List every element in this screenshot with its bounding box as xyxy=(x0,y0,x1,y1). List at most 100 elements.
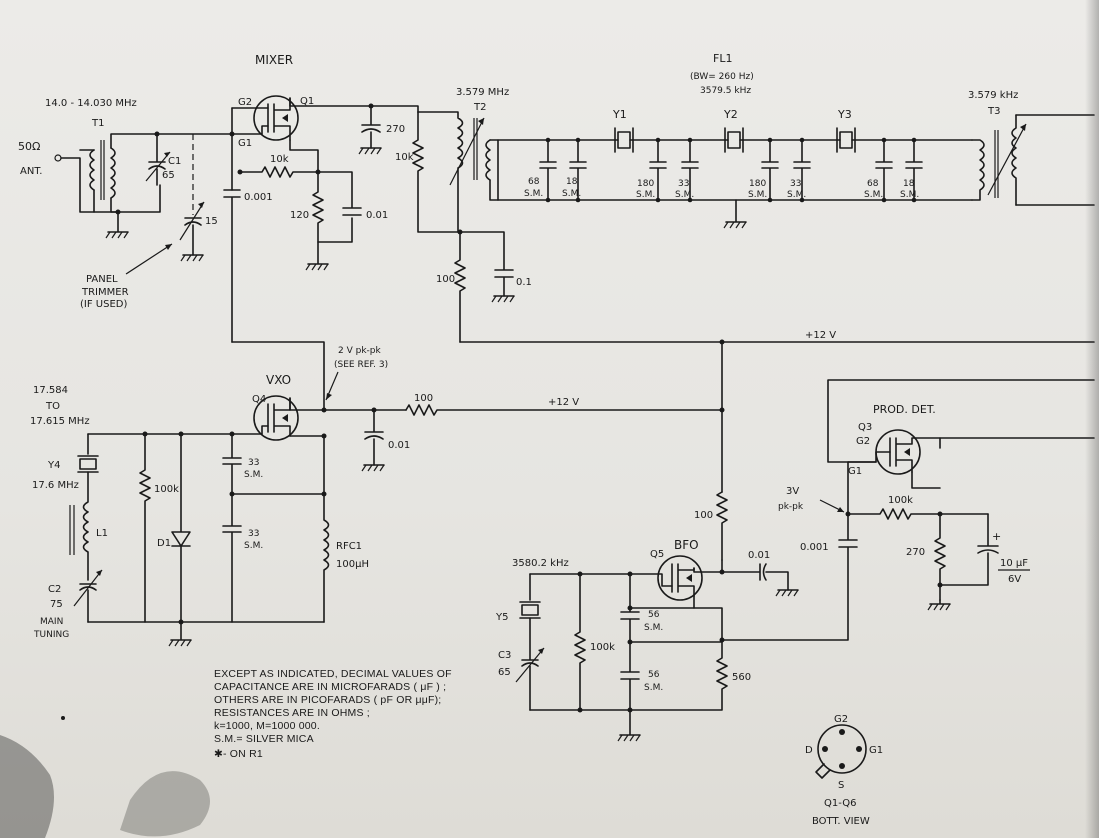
wire-t1-top xyxy=(110,133,233,149)
c56a-value: 56 xyxy=(648,610,660,620)
r100-b-value: 100 xyxy=(414,393,433,404)
ground-vxo xyxy=(170,621,192,641)
pin-g2-label: G2 xyxy=(834,714,848,725)
r270-resistor xyxy=(934,513,946,601)
c18b-value: 18 xyxy=(903,179,915,189)
r120-resistor xyxy=(312,171,353,243)
ground-t1 xyxy=(107,211,129,233)
d1-label: D1 xyxy=(157,538,171,549)
rfc1-label: RFC1 xyxy=(336,541,362,552)
pin-g1-label: G1 xyxy=(869,745,883,756)
decorative-rock-right xyxy=(120,771,210,837)
t2-secondary-coil xyxy=(485,139,491,181)
stray-dot xyxy=(61,716,65,720)
mixer-title: MIXER xyxy=(255,53,293,67)
c0001-b-capacitor xyxy=(721,461,858,641)
q5-label: Q5 xyxy=(650,549,664,560)
c2-tuning-arrow xyxy=(73,569,103,607)
q1-transistor-body xyxy=(253,95,299,141)
notes-block: EXCEPT AS INDICATED, DECIMAL VALUES OF C… xyxy=(214,668,514,761)
t2-arrowhead xyxy=(478,118,484,125)
ant-label: ANT. xyxy=(20,166,42,177)
t3-label: T3 xyxy=(987,106,1000,117)
ground-hatch xyxy=(105,231,129,239)
c180b-sm: S.M. xyxy=(748,190,767,200)
q1-q6-label: Q1-Q6 xyxy=(824,798,856,809)
wire-q1-source xyxy=(289,139,319,173)
q3-g1-label: G1 xyxy=(848,466,862,477)
c33-c-d-capacitors xyxy=(222,433,242,623)
c10uf-capacitor xyxy=(939,513,999,586)
r100-c-value: 100 xyxy=(694,510,713,521)
q1-g2-label: G2 xyxy=(238,97,252,108)
q1-arrow xyxy=(282,114,288,122)
y3-label: Y3 xyxy=(837,108,852,121)
c1-variable-arrow xyxy=(145,151,171,182)
t3-tuning-arrow xyxy=(987,123,1027,196)
wire-t3-out xyxy=(1015,114,1095,206)
q3-arrow xyxy=(904,448,910,456)
ground-hatch xyxy=(168,639,192,647)
c2-arrowhead xyxy=(96,570,102,576)
ground-bfo xyxy=(619,709,641,736)
junction-dot xyxy=(321,407,327,413)
r560-value: 560 xyxy=(732,672,751,683)
wire-q4-gate xyxy=(87,425,269,435)
panel-trimmer-label-3: (IF USED) xyxy=(80,299,127,310)
c33d-sm: S.M. xyxy=(244,541,263,551)
y4-crystal xyxy=(77,455,99,473)
trimmer-arrowhead xyxy=(198,202,204,208)
c0001-value: 0.001 xyxy=(244,192,273,203)
trimmer-pointer xyxy=(125,243,173,275)
q5-arrow xyxy=(686,574,692,582)
c10uf-voltage: 6V xyxy=(1008,574,1021,585)
c3-tuning-arrow xyxy=(515,647,545,683)
r10k-resistor xyxy=(239,166,319,178)
t2-freq-label: 3.579 MHz xyxy=(456,87,509,98)
c10uf-plus: + xyxy=(992,530,1001,543)
vxo-range-1: 17.584 xyxy=(33,385,68,396)
pinout-tab xyxy=(815,763,831,779)
wire-q5-source xyxy=(629,595,695,609)
q1-gate-wires xyxy=(231,107,269,135)
c0001-b-value: 0.001 xyxy=(800,542,829,553)
c33a-value: 33 xyxy=(678,179,689,189)
c01-capacitor xyxy=(459,231,514,297)
y1-crystal xyxy=(614,127,634,153)
wire-q4-drain xyxy=(289,397,407,411)
c0001-capacitor xyxy=(223,189,241,343)
wire-t1-primary-ends xyxy=(79,149,95,213)
antenna-terminal xyxy=(54,154,62,162)
ground-hatch xyxy=(491,295,515,303)
wire-q4-source xyxy=(231,435,325,495)
plus12-label-b: +12 V xyxy=(548,397,579,408)
pin-g1 xyxy=(856,746,862,752)
c180b-value: 180 xyxy=(749,179,766,189)
d1-diode xyxy=(171,433,191,623)
wire-q5-gate xyxy=(529,573,673,587)
note-line: ✱- ON R1 xyxy=(214,748,263,760)
trimmer-arrow xyxy=(179,201,205,241)
prod-det-title: PROD. DET. xyxy=(873,403,936,416)
filter-name: FL1 xyxy=(713,52,732,65)
q4-transistor-body xyxy=(253,395,299,441)
r100k-b-value: 100k xyxy=(888,495,913,506)
filter-shunt-caps xyxy=(539,139,923,201)
vxo-title: VXO xyxy=(266,373,291,387)
r100-a-resistor xyxy=(454,231,466,343)
ground-filter xyxy=(725,199,747,223)
y3-crystal xyxy=(836,127,856,153)
c68a-value: 68 xyxy=(528,177,540,187)
c56b-sm: S.M. xyxy=(644,683,663,693)
r120-value: 120 xyxy=(290,210,309,221)
c180a-sm: S.M. xyxy=(636,190,655,200)
c18a-sm: S.M. xyxy=(562,189,581,199)
ground-source xyxy=(307,241,329,265)
vxo-range-3: 17.615 MHz xyxy=(30,416,90,427)
c56b-value: 56 xyxy=(648,670,660,680)
c270-capacitor xyxy=(361,105,381,149)
ant-impedance-label: 50Ω xyxy=(18,140,40,153)
c001-c-value: 0.01 xyxy=(748,550,770,561)
c56a-capacitor xyxy=(620,573,723,643)
r270-value: 270 xyxy=(906,547,925,558)
